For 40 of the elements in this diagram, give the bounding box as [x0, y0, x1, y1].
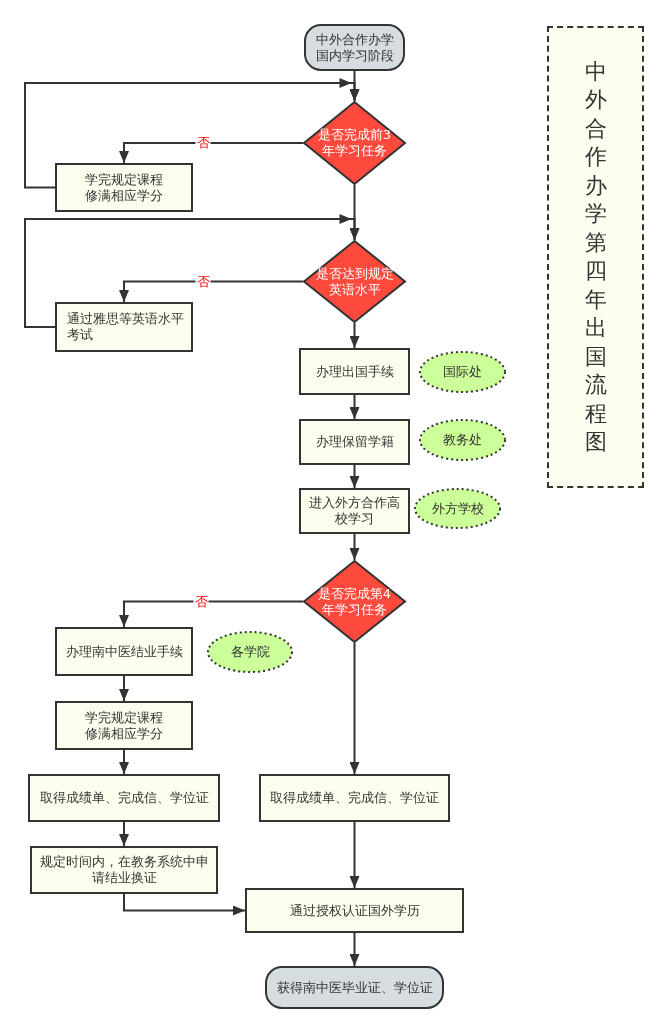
- terminal-box: 获得南中医毕业证、学位证: [265, 966, 444, 1009]
- process-box: 规定时间内，在教务系统中申请结业换证: [30, 846, 218, 894]
- terminal-box: 中外合作办学国内学习阶段: [304, 24, 405, 71]
- note-ellipse: 外方学校: [414, 488, 501, 529]
- process-box: 取得成绩单、完成信、学位证: [28, 774, 220, 822]
- edge-label: 否: [195, 274, 211, 289]
- arrow: [349, 394, 360, 420]
- arrow: [119, 749, 129, 775]
- decision-diamond: 是否达到规定英语水平: [303, 240, 406, 323]
- note-ellipse: 教务处: [419, 419, 506, 461]
- note-ellipse: 国际处: [419, 351, 506, 393]
- arrow: [119, 821, 129, 847]
- arrow: [349, 821, 360, 889]
- edge-label: 否: [193, 594, 209, 609]
- arrow: [349, 642, 360, 775]
- arrow: [349, 932, 360, 967]
- arrow: [119, 142, 304, 164]
- process-box: 办理出国手续: [299, 348, 410, 395]
- process-box: 通过雅思等英语水平考试: [55, 302, 193, 352]
- arrow: [123, 893, 246, 916]
- process-box: 进入外方合作高校学习: [299, 488, 410, 534]
- process-box: 学完规定课程修满相应学分: [55, 701, 193, 750]
- decision-diamond: 是否完成第4年学习任务: [303, 560, 406, 643]
- arrow: [119, 280, 304, 303]
- arrow: [349, 322, 360, 349]
- process-box: 学完规定课程修满相应学分: [55, 163, 193, 212]
- loop-arrow: [24, 78, 360, 189]
- edge-label: 否: [195, 136, 211, 150]
- process-box: 办理南中医结业手续: [55, 627, 193, 676]
- arrow: [119, 675, 129, 702]
- decision-diamond: 是否完成前3年学习任务: [303, 101, 406, 185]
- title: 中外合作办学第四年出国流程图: [547, 26, 644, 488]
- arrow: [349, 533, 360, 561]
- process-box: 通过授权认证国外学历: [245, 888, 464, 933]
- process-box: 办理保留学籍: [299, 419, 410, 465]
- arrow: [349, 464, 360, 489]
- note-ellipse: 各学院: [207, 631, 293, 673]
- process-box: 取得成绩单、完成信、学位证: [259, 774, 450, 822]
- loop-arrow: [24, 214, 360, 328]
- arrow: [119, 600, 304, 628]
